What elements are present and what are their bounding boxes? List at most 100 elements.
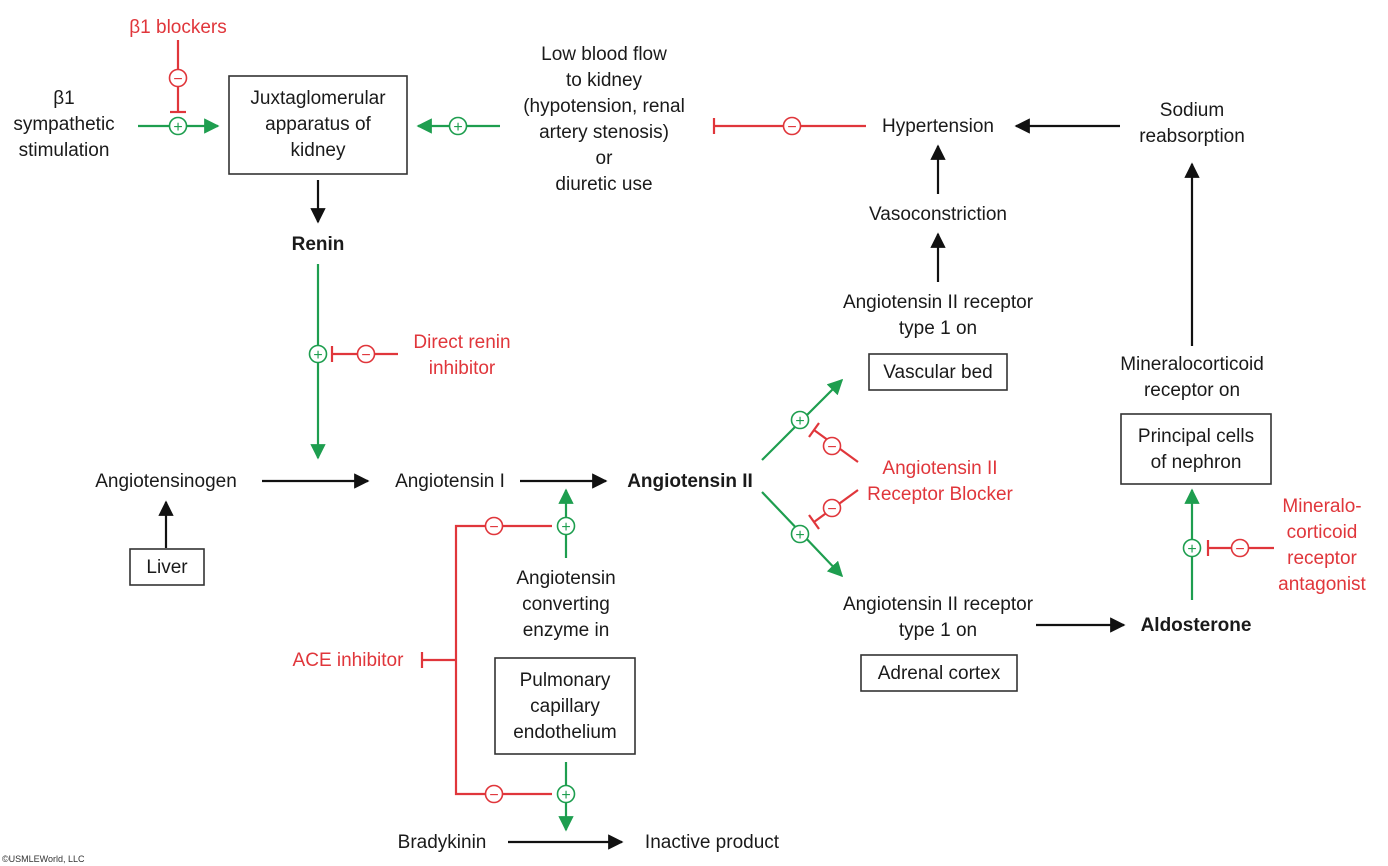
angiotensinogen-label: Angiotensinogen <box>95 471 237 492</box>
plus-icon: + <box>790 410 810 430</box>
principal-cells-label: Principal cells of nephron <box>1138 426 1254 473</box>
svg-text:+: + <box>453 119 462 136</box>
svg-text:Angiotensin: Angiotensin <box>516 568 615 589</box>
red-arb-lower-tee <box>808 514 820 530</box>
beta1-stimulation-label: β1 sympathetic stimulation <box>13 88 114 161</box>
svg-text:Angiotensin II receptor: Angiotensin II receptor <box>843 292 1034 313</box>
svg-text:sympathetic: sympathetic <box>13 114 114 135</box>
beta1-blockers-label: β1 blockers <box>129 17 227 38</box>
hypertension-label: Hypertension <box>882 116 994 137</box>
minus-icon: − <box>168 68 188 88</box>
svg-text:β1: β1 <box>53 88 75 109</box>
copyright-label: ©USMLEWorld, LLC <box>2 854 85 864</box>
plus-icon: + <box>308 344 328 364</box>
svg-text:kidney: kidney <box>291 140 346 161</box>
svg-text:converting: converting <box>522 594 610 615</box>
svg-text:corticoid: corticoid <box>1287 522 1358 543</box>
svg-text:type 1 on: type 1 on <box>899 318 977 339</box>
svg-text:diuretic use: diuretic use <box>555 174 652 195</box>
svg-text:+: + <box>795 413 804 430</box>
ace-label: Angiotensin converting enzyme in <box>516 568 615 641</box>
svg-text:Pulmonary: Pulmonary <box>520 670 611 691</box>
ace-inhibitor-label: ACE inhibitor <box>293 650 405 671</box>
svg-text:Mineralo-: Mineralo- <box>1282 496 1361 517</box>
plus-icon: + <box>556 784 576 804</box>
svg-text:(hypotension, renal: (hypotension, renal <box>523 96 685 117</box>
jga-label: Juxtaglomerular apparatus of kidney <box>250 88 386 161</box>
plus-icon: + <box>790 524 810 544</box>
adrenal-cortex-label: Adrenal cortex <box>878 663 1001 684</box>
svg-text:Direct renin: Direct renin <box>413 332 510 353</box>
aldosterone-label: Aldosterone <box>1141 615 1252 636</box>
svg-text:−: − <box>489 787 498 804</box>
svg-text:+: + <box>313 347 322 364</box>
minus-icon: − <box>822 436 842 456</box>
renin-label: Renin <box>292 234 345 255</box>
svg-text:+: + <box>561 787 570 804</box>
svg-text:of nephron: of nephron <box>1151 452 1242 473</box>
svg-text:+: + <box>561 519 570 536</box>
svg-text:capillary: capillary <box>530 696 600 717</box>
minus-icon: − <box>484 784 504 804</box>
minus-icon: − <box>782 116 802 136</box>
mra-label: Mineralo- corticoid receptor antagonist <box>1278 496 1366 595</box>
svg-text:antagonist: antagonist <box>1278 574 1366 595</box>
minus-icon: − <box>484 516 504 536</box>
svg-text:−: − <box>361 347 370 364</box>
vascular-bed-box <box>868 353 1008 391</box>
plus-icon: + <box>1182 538 1202 558</box>
svg-text:Angiotensin II receptor: Angiotensin II receptor <box>843 594 1034 615</box>
svg-text:−: − <box>827 439 836 456</box>
sodium-reabsorption-label: Sodium reabsorption <box>1139 100 1245 147</box>
svg-text:receptor: receptor <box>1287 548 1357 569</box>
svg-text:or: or <box>596 148 614 169</box>
liver-label: Liver <box>146 557 188 578</box>
svg-text:type 1 on: type 1 on <box>899 620 977 641</box>
bradykinin-label: Bradykinin <box>398 832 487 853</box>
plus-icon: + <box>448 116 468 136</box>
svg-text:−: − <box>787 119 796 136</box>
svg-text:Angiotensin II: Angiotensin II <box>882 458 997 479</box>
minus-icon: − <box>356 344 376 364</box>
at1-adrenal-label: Angiotensin II receptor type 1 on <box>843 594 1034 641</box>
vasoconstriction-label: Vasoconstriction <box>869 204 1007 225</box>
svg-text:receptor on: receptor on <box>1144 380 1240 401</box>
svg-text:inhibitor: inhibitor <box>429 358 496 379</box>
svg-text:Sodium: Sodium <box>1160 100 1224 121</box>
minus-icon: − <box>822 498 842 518</box>
at1-vascular-label: Angiotensin II receptor type 1 on <box>843 292 1034 339</box>
svg-text:Juxtaglomerular: Juxtaglomerular <box>250 88 386 109</box>
svg-text:to kidney: to kidney <box>566 70 643 91</box>
red-ace-inhibitor-bracket <box>454 524 552 796</box>
svg-text:−: − <box>489 519 498 536</box>
svg-text:stimulation: stimulation <box>19 140 110 161</box>
svg-text:Principal cells: Principal cells <box>1138 426 1254 447</box>
svg-text:+: + <box>173 119 182 136</box>
mineralocorticoid-receptor-label: Mineralocorticoid receptor on <box>1120 354 1264 401</box>
angiotensin-2-label: Angiotensin II <box>627 471 753 492</box>
plus-icon: + <box>168 116 188 136</box>
svg-text:Mineralocorticoid: Mineralocorticoid <box>1120 354 1264 375</box>
svg-text:endothelium: endothelium <box>513 722 617 743</box>
red-arb-upper-tee <box>808 422 820 438</box>
svg-text:Receptor Blocker: Receptor Blocker <box>867 484 1013 505</box>
principal-cells-box <box>1120 413 1272 485</box>
svg-text:+: + <box>795 527 804 544</box>
jga-box <box>228 75 408 175</box>
low-blood-flow-label: Low blood flow to kidney (hypotension, r… <box>523 44 685 195</box>
svg-text:reabsorption: reabsorption <box>1139 126 1245 147</box>
pulmonary-endothelium-label: Pulmonary capillary endothelium <box>513 670 617 743</box>
adrenal-cortex-box <box>860 654 1018 692</box>
svg-text:apparatus of: apparatus of <box>265 114 371 135</box>
svg-text:−: − <box>1235 541 1244 558</box>
minus-icon: − <box>1230 538 1250 558</box>
svg-text:+: + <box>1187 541 1196 558</box>
plus-icon: + <box>556 516 576 536</box>
svg-text:−: − <box>173 71 182 88</box>
svg-text:−: − <box>827 501 836 518</box>
direct-renin-inhibitor-label: Direct renin inhibitor <box>413 332 510 379</box>
pulmonary-box <box>494 657 636 755</box>
svg-text:artery stenosis): artery stenosis) <box>539 122 669 143</box>
svg-text:enzyme in: enzyme in <box>523 620 610 641</box>
